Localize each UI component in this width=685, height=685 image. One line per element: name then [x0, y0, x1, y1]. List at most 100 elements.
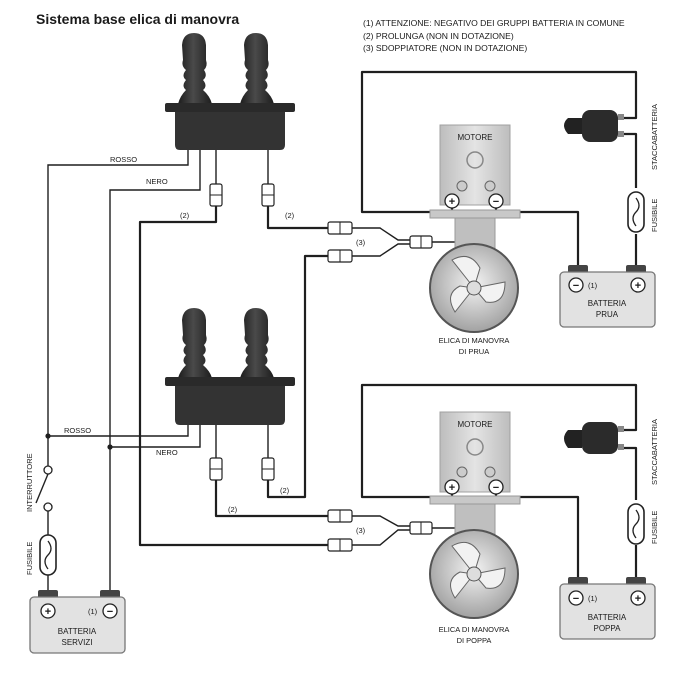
- plus-terminal-icon: [630, 277, 646, 293]
- wire-rosso-top: [47, 150, 189, 445]
- wire-splitter-top-b: [352, 243, 410, 257]
- plus-terminal-icon: [630, 590, 646, 606]
- wire-label-nero-bottom: NERO: [156, 448, 178, 457]
- joystick-panel-bottom[interactable]: [165, 308, 295, 425]
- wire-nero-bottom: [109, 425, 201, 590]
- wire-label-rosso-bottom: ROSSO: [64, 426, 91, 435]
- connector-icon: [327, 249, 353, 263]
- connector-icon: [261, 457, 275, 481]
- wire-prua-fuse-top: [622, 132, 638, 188]
- terminal-icon: [456, 466, 468, 478]
- fuse-servizi-icon: [39, 534, 57, 576]
- motor-logo-icon: [466, 438, 484, 456]
- staccabatteria-terminal: [618, 426, 624, 432]
- junction-dot: [107, 444, 113, 450]
- panel-top-body: [175, 112, 285, 150]
- wire-prolunga-bottom-right: [266, 254, 328, 499]
- propeller-hub-icon: [466, 566, 482, 582]
- motor-poppa-label: MOTORE: [458, 420, 493, 429]
- battery-prua: − (1) + BATTERIA PRUA: [559, 265, 656, 328]
- joystick-left-icon: [178, 308, 212, 378]
- wire-prolunga-bottom-left: [214, 480, 328, 518]
- minus-terminal-icon: [102, 603, 118, 619]
- wire-splitter-bot-b: [352, 529, 410, 546]
- switch-contact-icon: [43, 465, 53, 475]
- wire-label-rosso-top: ROSSO: [110, 155, 137, 164]
- notes-list: (1) ATTENZIONE: NEGATIVO DEI GRUPPI BATT…: [363, 17, 625, 55]
- battery-servizi-ref: (1): [88, 607, 98, 616]
- switch-lever-icon: [35, 473, 49, 504]
- fusibile-prua-label: FUSIBILE: [650, 199, 659, 232]
- motor-prua-label: MOTORE: [458, 133, 493, 142]
- connector-icon: [409, 521, 433, 535]
- ref-2-label: (2): [285, 211, 295, 220]
- plus-sign: +: [449, 196, 455, 208]
- battery-poppa-ref: (1): [588, 594, 598, 603]
- note-1: (1) ATTENZIONE: NEGATIVO DEI GRUPPI BATT…: [363, 18, 625, 28]
- elica-poppa-label-1: ELICA DI MANOVRA: [439, 625, 510, 634]
- connectors: [209, 183, 433, 552]
- motor-logo-icon: [466, 151, 484, 169]
- elica-prua-label-1: ELICA DI MANOVRA: [439, 336, 510, 345]
- fuse-prua-icon: [627, 191, 645, 233]
- propeller-blades-icon: [450, 541, 506, 599]
- wire-poppa-fuse-top: [622, 446, 638, 500]
- interruttore-switch[interactable]: [35, 465, 53, 512]
- staccabatteria-terminal: [618, 131, 624, 137]
- fusibile-servizi-label: FUSIBILE: [25, 542, 34, 575]
- battery-prua-ref: (1): [588, 281, 598, 290]
- plus-sign: +: [635, 280, 641, 292]
- plus-sign: +: [635, 593, 641, 605]
- staccabatteria-terminal: [618, 444, 624, 450]
- wire-nero-common: [109, 184, 201, 447]
- battery-servizi: + (1) − BATTERIA SERVIZI: [29, 590, 126, 654]
- panel-top-plate: [165, 103, 295, 112]
- joystick-panel-top[interactable]: [165, 33, 295, 150]
- wire-rosso-bottom: [48, 425, 189, 437]
- junction-dot: [45, 433, 51, 439]
- joystick-left-icon: [178, 33, 212, 104]
- battery-prua-label: BATTERIA: [588, 299, 627, 308]
- terminal-icon: [456, 180, 468, 192]
- staccabatteria-terminal: [618, 114, 624, 120]
- propeller-blades-icon: [450, 255, 506, 313]
- wire-splitter-top-a: [352, 227, 410, 241]
- staccabatteria-body-icon: [582, 422, 618, 454]
- joystick-right-icon: [240, 33, 274, 104]
- joystick-right-icon: [240, 308, 274, 378]
- propeller-hub-icon: [466, 280, 482, 296]
- staccabatteria-prua[interactable]: [564, 110, 624, 142]
- battery-servizi-sublabel: SERVIZI: [62, 638, 93, 647]
- minus-sign: −: [573, 280, 579, 292]
- minus-sign: −: [493, 196, 499, 208]
- panel-bottom-plate: [165, 377, 295, 386]
- staccabatteria-poppa-label: STACCABATTERIA: [650, 419, 659, 485]
- battery-poppa-sublabel: POPPA: [594, 624, 622, 633]
- motor-prua-plus-terminal: [444, 193, 460, 209]
- minus-sign: −: [107, 606, 113, 618]
- staccabatteria-body-icon: [582, 110, 618, 142]
- minus-terminal-icon: [568, 590, 584, 606]
- elica-prua-label-2: DI PRUA: [459, 347, 489, 356]
- ref-3-label: (3): [356, 526, 366, 535]
- wire-splitter-bot-a: [352, 515, 410, 527]
- battery-poppa: − (1) + BATTERIA POPPA: [559, 577, 656, 640]
- interruttore-label: INTERRUTTORE: [25, 453, 34, 512]
- motor-prua-flange: [429, 209, 521, 219]
- staccabatteria-prua-label: STACCABATTERIA: [650, 104, 659, 170]
- ref-2-label: (2): [180, 211, 190, 220]
- staccabatteria-knob-icon: [564, 118, 582, 134]
- diagram-title: Sistema base elica di manovra: [36, 11, 240, 27]
- wire-prolunga-top-left: [138, 205, 328, 547]
- motor-poppa-shaft: [454, 503, 496, 535]
- plus-terminal-icon: [40, 603, 56, 619]
- motor-prua-shaft: [454, 217, 496, 249]
- elica-poppa-label-2: DI POPPA: [457, 636, 492, 645]
- minus-sign: −: [573, 593, 579, 605]
- fusibile-poppa-label: FUSIBILE: [650, 511, 659, 544]
- staccabatteria-poppa[interactable]: [564, 422, 624, 454]
- ref-3-label: (3): [356, 238, 366, 247]
- motor-poppa-plus-terminal: [444, 479, 460, 495]
- connector-icon: [209, 183, 223, 207]
- battery-poppa-label: BATTERIA: [588, 613, 627, 622]
